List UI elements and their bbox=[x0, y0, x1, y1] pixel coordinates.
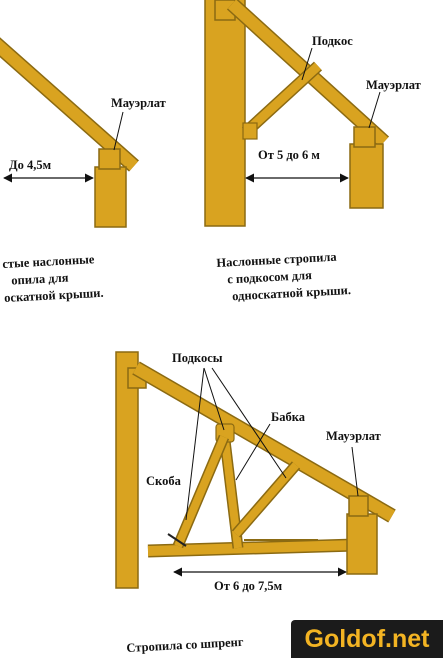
mauerlat-3 bbox=[348, 495, 369, 517]
pointer-struts-a-3 bbox=[203, 367, 225, 431]
label-span-3: От 6 до 7,5м bbox=[214, 579, 283, 593]
wall-post-1 bbox=[94, 166, 127, 228]
diagram-1 bbox=[0, 37, 139, 228]
label-span-1: До 4,5м bbox=[9, 158, 52, 172]
pointer-mauerlat-3 bbox=[351, 446, 359, 497]
tall-post-2 bbox=[204, 0, 246, 227]
label-struts-3: Подкосы bbox=[172, 351, 223, 365]
wall-post-3 bbox=[346, 513, 378, 575]
pointer-struts-c-3 bbox=[211, 367, 287, 479]
label-span-2: От 5 до 6 м bbox=[258, 148, 320, 162]
skoba-bracket-3 bbox=[167, 533, 187, 547]
mauerlat-2 bbox=[353, 126, 376, 148]
label-babka-3: Бабка bbox=[271, 410, 306, 424]
label-strut-2: Подкос bbox=[312, 34, 353, 48]
label-mauerlat-3: Мауэрлат bbox=[326, 429, 381, 443]
pointer-mauerlat-1 bbox=[113, 111, 124, 151]
pointer-struts-b-3 bbox=[185, 367, 205, 521]
watermark-logo: Goldof.net bbox=[291, 620, 443, 658]
pointer-strut-2 bbox=[301, 47, 313, 81]
diagram-3 bbox=[115, 351, 396, 589]
mauerlat-1 bbox=[98, 148, 121, 170]
label-mauerlat-1: Мауэрлат bbox=[111, 96, 166, 110]
caption-2: Наслонные стропила с подкосом для односк… bbox=[216, 248, 351, 306]
tall-post-3 bbox=[115, 351, 139, 589]
caption-1: стые наслонные опила для оскатной крыши. bbox=[2, 251, 104, 307]
pointer-babka-3 bbox=[235, 423, 271, 481]
diagram-2 bbox=[204, 0, 390, 227]
wall-post-2 bbox=[349, 143, 384, 209]
pointer-mauerlat-2 bbox=[368, 91, 381, 129]
label-skoba-3: Скоба bbox=[146, 474, 181, 488]
label-mauerlat-2: Мауэрлат bbox=[366, 78, 421, 92]
strut-block-2 bbox=[242, 122, 258, 140]
